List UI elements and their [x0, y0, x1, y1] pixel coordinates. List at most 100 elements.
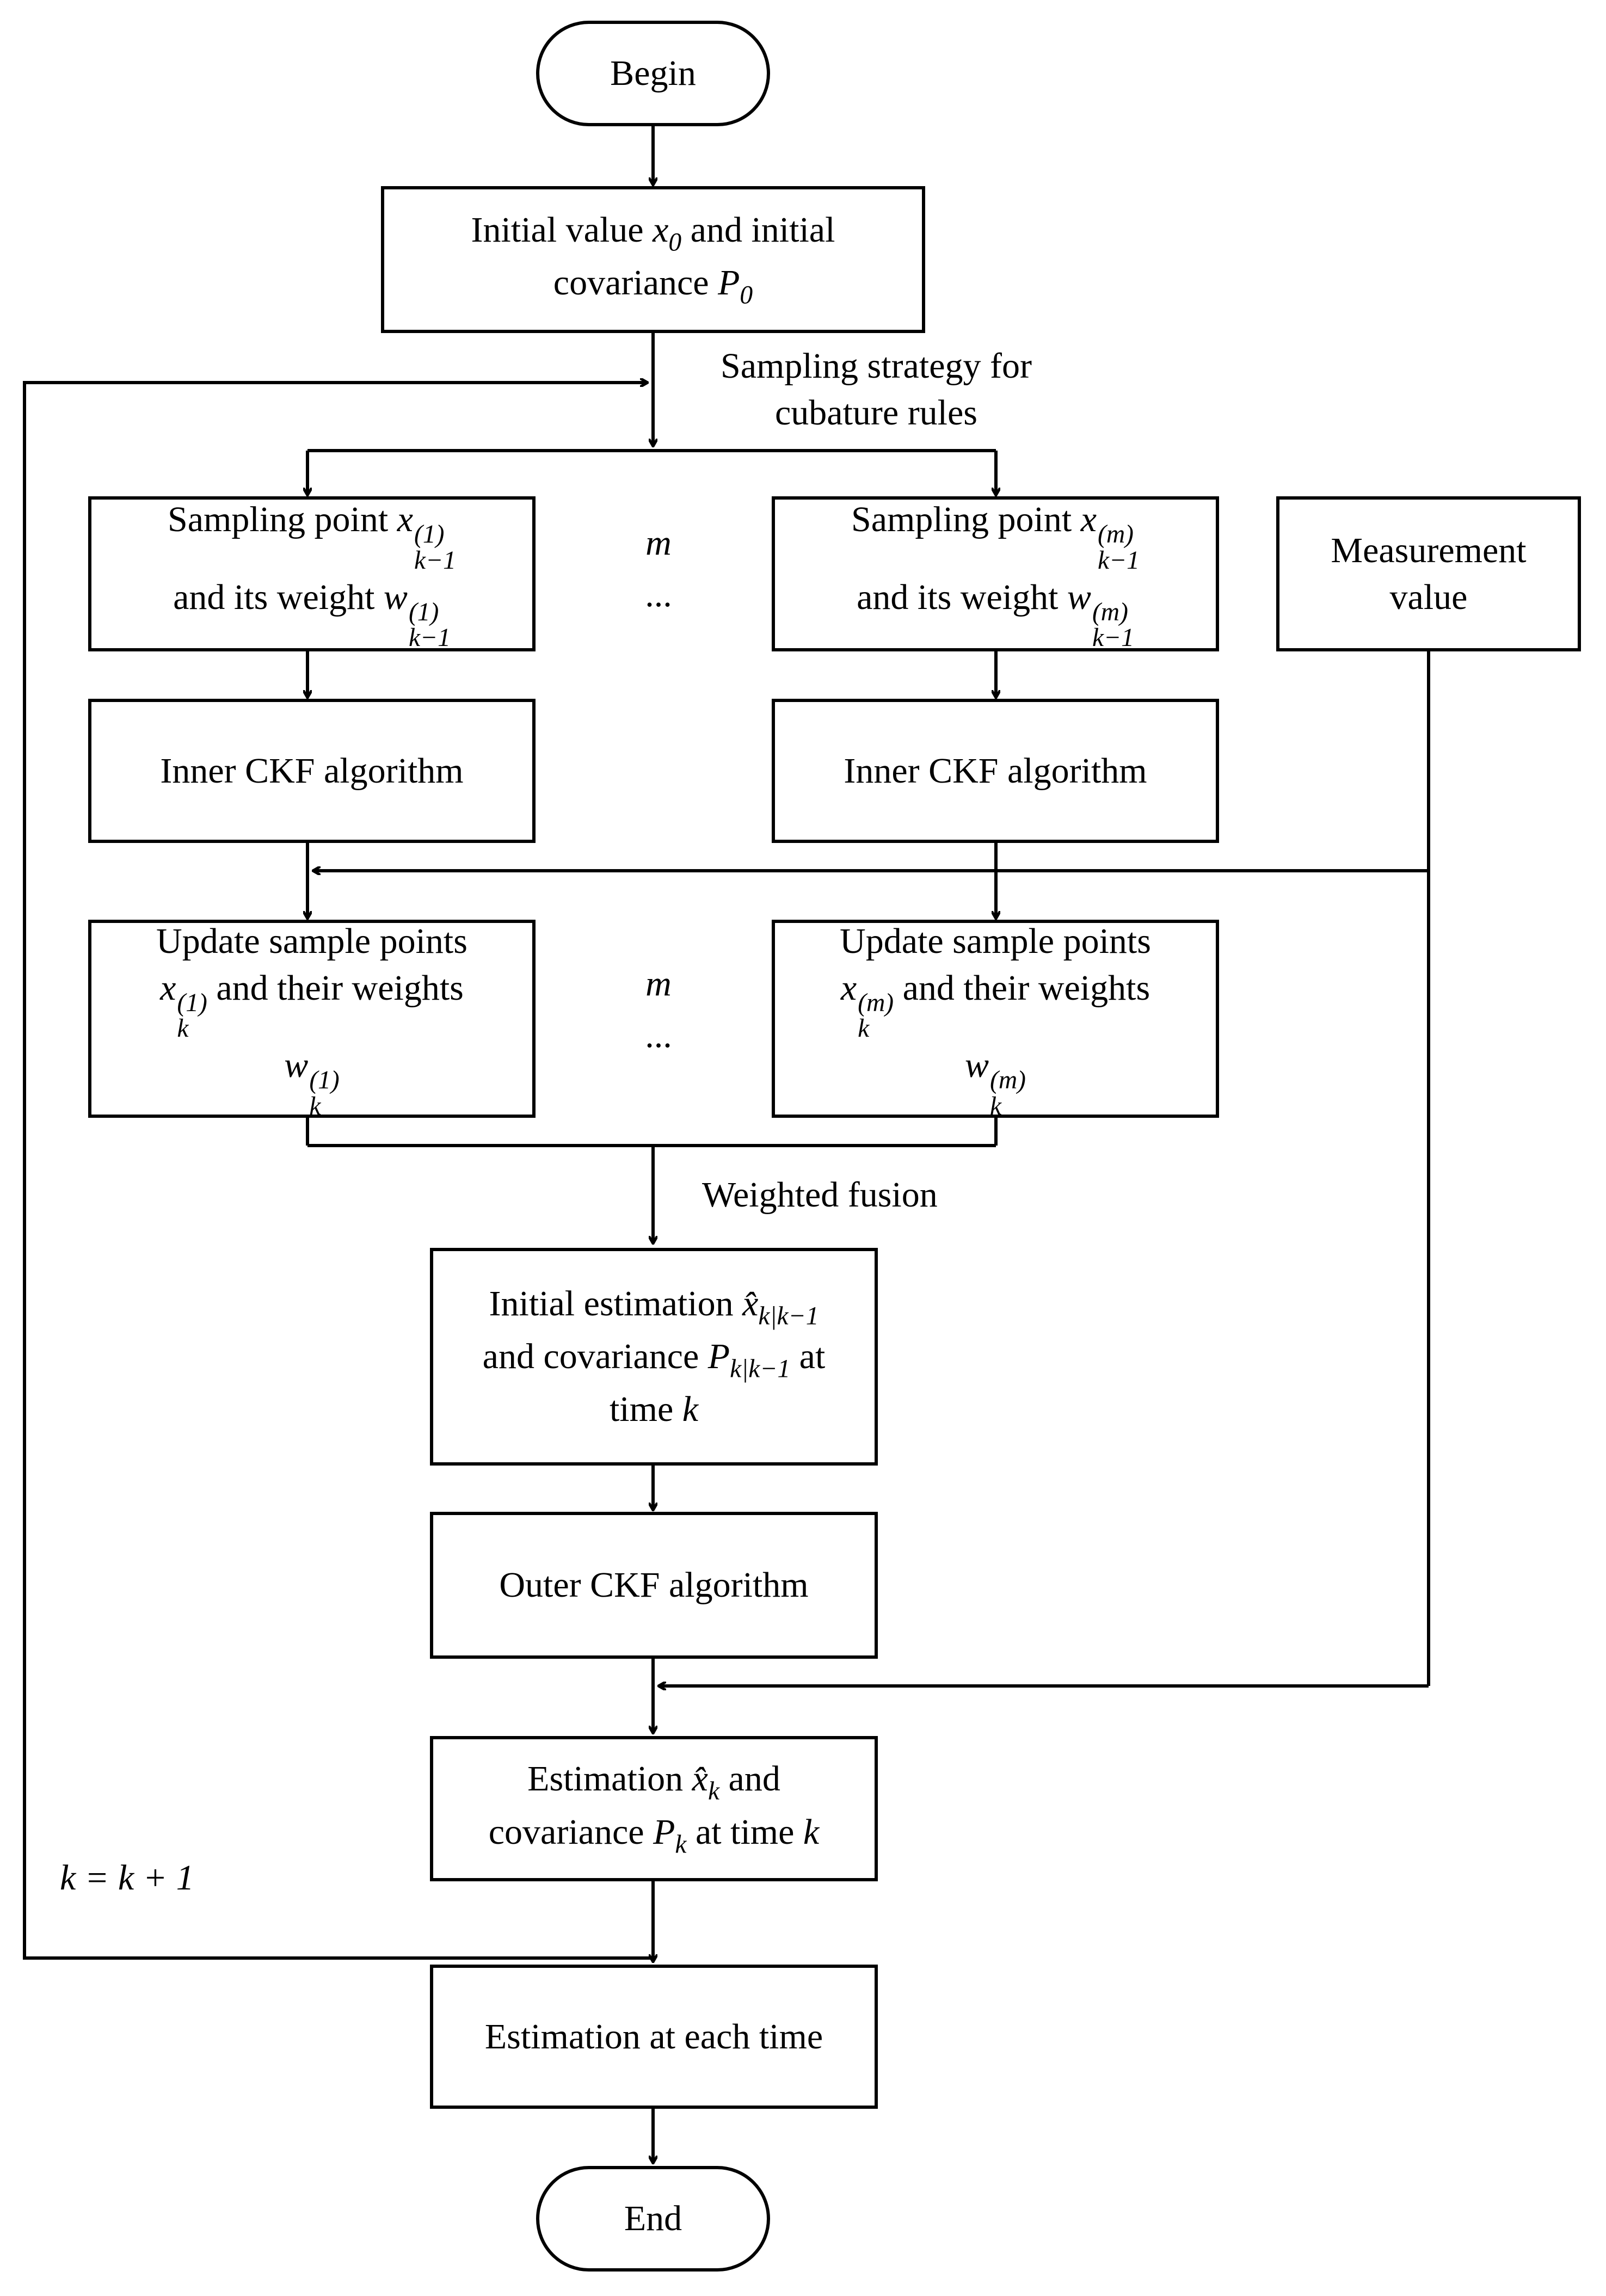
estimation-each-time-label: Estimation at each time — [484, 2016, 823, 2057]
init-p-symbol: P — [718, 263, 740, 303]
est-text-a: Initial estimation — [489, 1283, 734, 1324]
update-m-box: Update sample points x(m)k and their wei… — [772, 920, 1219, 1119]
est-x-symbol: x̂ — [742, 1283, 759, 1324]
upd1-text-a: Update sample points — [156, 921, 467, 961]
end-node: End — [536, 2166, 770, 2272]
fin-text-c: covariance — [488, 1812, 644, 1852]
updm-w-sup: (m) — [990, 1066, 1026, 1095]
samp1-x-sup: (1) — [414, 520, 445, 549]
sampling-strategy-label: Sampling strategy for cubature rules — [675, 343, 1078, 436]
upd1-w-sup: (1) — [309, 1066, 340, 1095]
sampm-x-symbol: x — [1080, 500, 1097, 540]
final-estimation-box: Estimation x̂k and covariance Pk at time… — [430, 1736, 878, 1881]
fin-p-sub: k — [675, 1830, 687, 1859]
samp1-w-scripts: (1)k−1 — [408, 598, 451, 653]
sampm-x-scripts: (m)k−1 — [1098, 522, 1140, 574]
dots-top-text: ... — [645, 575, 672, 614]
ellipsis-top: ... — [626, 571, 691, 618]
samp1-text-b: and its weight — [173, 577, 375, 617]
sampm-text-a: Sampling point — [851, 500, 1072, 540]
inner-ckf-1-box: Inner CKF algorithm — [88, 699, 536, 843]
est-text-b: and covariance — [482, 1337, 699, 1377]
init-p-sub: 0 — [740, 281, 753, 310]
m-label-mid: m — [626, 961, 691, 1007]
m-label-top: m — [626, 520, 691, 567]
upd1-x-symbol: x — [160, 968, 176, 1008]
update-1-box: Update sample points x(1)k and their wei… — [88, 920, 536, 1119]
init-x-symbol: x — [653, 210, 669, 250]
est-k-symbol: k — [682, 1389, 699, 1430]
m-mid-text: m — [645, 964, 672, 1004]
sampm-w-sub: k−1 — [1092, 624, 1134, 653]
begin-node: Begin — [536, 21, 770, 126]
upd1-x-sub: k — [177, 1014, 189, 1043]
upd1-x-scripts: (1)k — [177, 990, 207, 1042]
estimation-each-time-box: Estimation at each time — [430, 1965, 878, 2109]
sampm-x-sup: (m) — [1098, 520, 1134, 549]
init-text-b: and initial — [690, 210, 835, 250]
samp1-x-scripts: (1)k−1 — [414, 522, 456, 574]
est-p-sub: k|k−1 — [730, 1355, 791, 1383]
upd1-x-sup: (1) — [177, 988, 207, 1017]
outer-ckf-box: Outer CKF algorithm — [430, 1512, 878, 1659]
k-update-label: k = k + 1 — [60, 1855, 288, 1901]
init-x-sub: 0 — [668, 228, 682, 257]
sampling-point-m-box: Sampling point x(m)k−1 and its weight w(… — [772, 496, 1219, 651]
fin-x-symbol: x̂ — [692, 1759, 708, 1799]
sampm-x-sub: k−1 — [1098, 546, 1140, 575]
est-p-symbol: P — [707, 1337, 730, 1377]
weighted-fusion-label: Weighted fusion — [702, 1172, 1029, 1218]
updm-w-symbol: w — [965, 1045, 989, 1085]
fin-text-b: and — [728, 1759, 780, 1799]
updm-w-sub: k — [990, 1092, 1002, 1121]
samp1-w-sub: k−1 — [408, 624, 451, 653]
samp1-text-a: Sampling point — [168, 500, 389, 540]
upd1-w-sub: k — [309, 1092, 321, 1121]
inner-ckf-1-label: Inner CKF algorithm — [160, 750, 464, 791]
sampm-w-symbol: w — [1067, 577, 1091, 617]
samp1-x-sub: k−1 — [414, 546, 456, 575]
est-text-d: time — [609, 1389, 674, 1430]
sampm-w-sup: (m) — [1092, 598, 1128, 626]
initial-value-box: Initial value x0 and initial covariance … — [381, 186, 925, 333]
samp1-w-sup: (1) — [408, 598, 439, 626]
init-text-a: Initial value — [471, 210, 644, 250]
sampm-w-scripts: (m)k−1 — [1092, 598, 1134, 653]
updm-w-scripts: (m)k — [990, 1068, 1026, 1119]
begin-label: Begin — [610, 53, 696, 94]
measurement-label: Measurement value — [1331, 530, 1527, 617]
upd1-w-scripts: (1)k — [309, 1068, 339, 1119]
samp1-x-symbol: x — [397, 500, 414, 540]
loop-back-line — [23, 383, 653, 1960]
fin-text-a: Estimation — [527, 1759, 684, 1799]
updm-text-a: Update sample points — [840, 921, 1151, 961]
end-label: End — [624, 2199, 682, 2239]
initial-estimation-box: Initial estimation x̂ k|k−1 and covarianc… — [430, 1248, 878, 1466]
sampling-strategy-text: Sampling strategy for cubature rules — [721, 346, 1032, 433]
measurement-value-box: Measurement value — [1276, 496, 1581, 651]
est-text-c: at — [799, 1337, 826, 1377]
m-top-text: m — [645, 523, 672, 563]
fin-text-d: at time — [695, 1812, 795, 1852]
updm-text-b: and their weights — [902, 968, 1150, 1008]
weighted-fusion-text: Weighted fusion — [702, 1175, 938, 1215]
updm-x-sup: (m) — [858, 988, 894, 1017]
k-update-text: k = k + 1 — [60, 1858, 194, 1898]
fin-x-sub: k — [707, 1777, 720, 1806]
ellipsis-mid: ... — [626, 1012, 691, 1059]
updm-x-scripts: (m)k — [858, 990, 894, 1042]
upd1-text-b: and their weights — [216, 968, 464, 1008]
fin-k-symbol: k — [803, 1812, 820, 1852]
fin-p-symbol: P — [653, 1812, 675, 1852]
updm-x-symbol: x — [840, 968, 857, 1008]
samp1-w-symbol: w — [383, 577, 408, 617]
inner-ckf-m-box: Inner CKF algorithm — [772, 699, 1219, 843]
sampm-text-b: and its weight — [857, 577, 1059, 617]
dots-mid-text: ... — [645, 1015, 672, 1055]
upd1-w-symbol: w — [284, 1045, 309, 1085]
sampling-point-1-box: Sampling point x(1)k−1 and its weight w(… — [88, 496, 536, 651]
init-text-c: covariance — [553, 263, 709, 303]
updm-x-sub: k — [858, 1014, 870, 1043]
outer-ckf-label: Outer CKF algorithm — [499, 1565, 809, 1605]
